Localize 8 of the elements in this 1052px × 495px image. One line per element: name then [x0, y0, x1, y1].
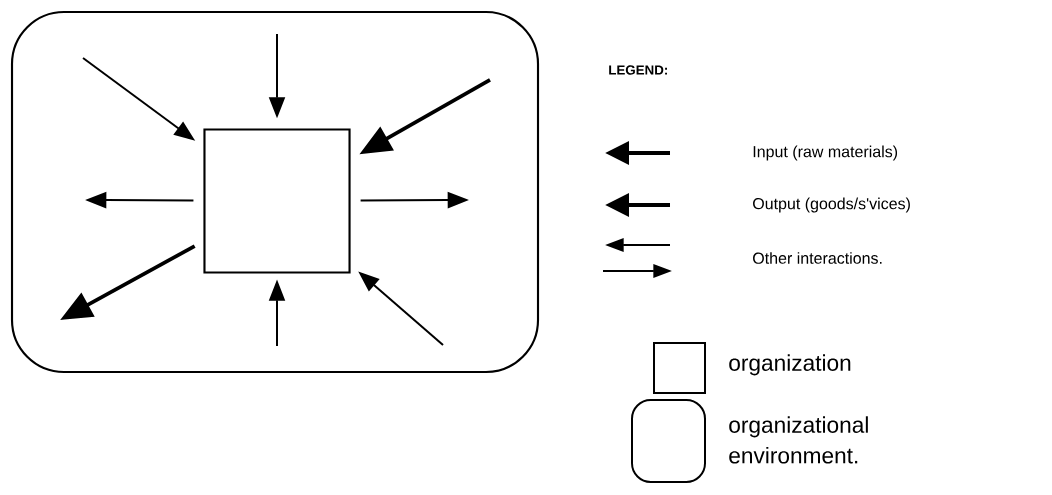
legend-title: LEGEND: — [609, 65, 667, 75]
legend-text: Output (goods/s'vices) — [753, 197, 910, 213]
legend-text: organizational environment. — [729, 416, 868, 464]
legend-text: Input (raw materials) — [753, 145, 898, 161]
legend-text: organization — [729, 354, 851, 376]
organization-box — [203, 128, 351, 274]
legend-text: Other interactions. — [753, 252, 882, 264]
environment-box — [10, 10, 540, 374]
